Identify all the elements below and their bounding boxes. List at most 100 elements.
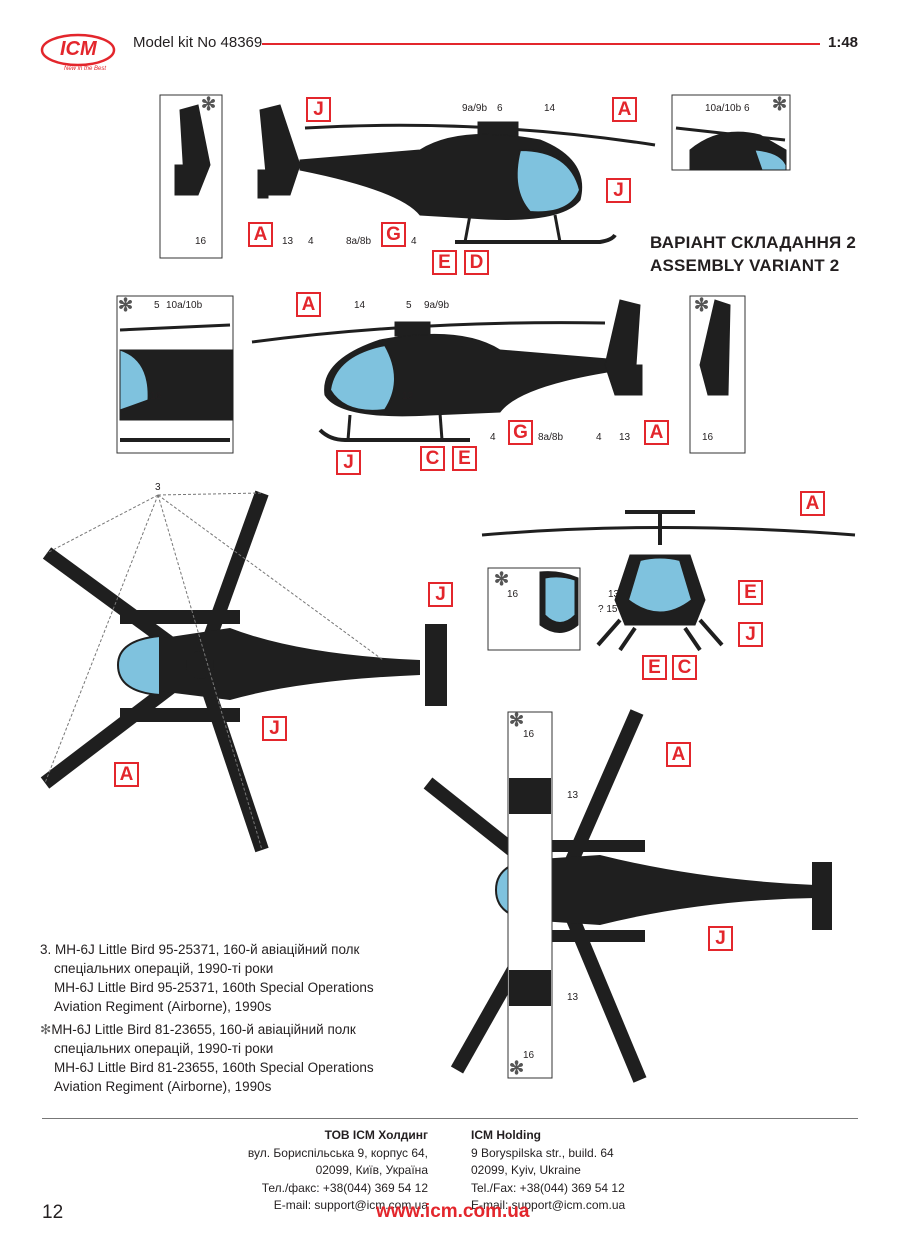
company-name: ТОВ ICM Холдинг — [324, 1128, 428, 1142]
part-number: 6 — [497, 103, 503, 114]
helicopter-front-view — [481, 510, 856, 652]
company-name: ICM Holding — [471, 1128, 541, 1142]
footer-address-en: ICM Holding 9 Boryspilska str., build. 6… — [471, 1127, 625, 1215]
callout-A: A — [296, 292, 321, 317]
model-kit-number: Model kit No 48369 — [133, 34, 263, 51]
helicopter-top-view-1 — [40, 490, 447, 853]
desc-line: Aviation Regiment (Airborne), 1990s — [54, 999, 272, 1014]
part-number: 14 — [544, 103, 556, 114]
part-number: 13 — [282, 236, 294, 247]
helicopter-top-view-2 — [423, 709, 832, 1083]
part-number: 13 — [567, 790, 579, 801]
part-number: 8a/8b — [538, 432, 564, 443]
website-link[interactable]: www.icm.com.ua — [376, 1201, 530, 1222]
callout-J: J — [262, 716, 287, 741]
part-number: 4 — [411, 236, 417, 247]
address-line: 02099, Київ, Україна — [315, 1163, 428, 1177]
email: E-mail: support@icm.com.ua — [471, 1198, 626, 1212]
callout-J: J — [306, 97, 331, 122]
callout-J: J — [336, 450, 361, 475]
part-number: 4 — [596, 432, 602, 443]
part-number: 16 — [507, 589, 519, 600]
part-number: 10a/10b — [166, 300, 203, 311]
desc-line: 3. MH-6J Little Bird 95-25371, 160-й аві… — [40, 942, 360, 957]
part-number: 13 — [608, 589, 620, 600]
callout-J: J — [708, 926, 733, 951]
callout-A: A — [248, 222, 273, 247]
part-number: 4 — [308, 236, 314, 247]
helicopter-side-view-2 — [251, 299, 643, 442]
desc-line: спеціальних операцій, 1990-ті роки — [54, 1041, 274, 1056]
desc-line: MH-6J Little Bird 81-23655, 160-й авіаці… — [51, 1022, 356, 1037]
desc-line: Aviation Regiment (Airborne), 1990s — [54, 1079, 272, 1094]
part-number: 16 — [195, 236, 207, 247]
phone: Tel./Fax: +38(044) 369 54 12 — [471, 1180, 625, 1195]
part-number: 13 — [619, 432, 631, 443]
part-number: 13 — [567, 992, 579, 1003]
callout-J: J — [738, 622, 763, 647]
part-number: 16 — [702, 432, 714, 443]
part-number: 13 — [402, 391, 414, 402]
part-number: 10a/10b — [705, 103, 742, 114]
callout-A: A — [114, 762, 139, 787]
logo-text: ICM — [60, 38, 97, 60]
asterisk-icon: ✻ — [694, 295, 710, 315]
part-number: 5 — [406, 300, 412, 311]
part-number: ? 15 — [598, 604, 618, 615]
part-number: 16 — [523, 729, 535, 740]
callout-A: A — [800, 491, 825, 516]
logo-swoosh-icon — [40, 33, 116, 67]
part-number: 16 — [523, 1050, 535, 1061]
page-number: 12 — [42, 1202, 64, 1223]
callout-D: D — [464, 250, 489, 275]
part-number: 4 — [490, 432, 496, 443]
asterisk-icon: ✻ — [772, 94, 788, 114]
callout-J: J — [606, 178, 631, 203]
callout-E: E — [452, 446, 477, 471]
asterisk-icon: ✻ — [40, 1022, 52, 1037]
asterisk-icon: ✻ — [509, 1058, 525, 1078]
callout-C: C — [672, 655, 697, 680]
callout-E: E — [432, 250, 457, 275]
part-number: 8a/8b — [346, 236, 372, 247]
address-line: 9 Boryspilska str., build. 64 — [471, 1145, 614, 1160]
part-number: 16 — [150, 391, 162, 402]
email: E-mail: support@icm.com.ua — [273, 1198, 428, 1212]
part-number: 14 — [354, 300, 366, 311]
callout-G: G — [508, 420, 533, 445]
callout-A: A — [612, 97, 637, 122]
phone: Тел./факс: +38(044) 369 54 12 — [261, 1180, 428, 1195]
part-number: 9a/9b — [462, 103, 488, 114]
part-number: 9a/9b — [424, 300, 450, 311]
assembly-title-ua: ВАРІАНТ СКЛАДАННЯ 2 — [650, 233, 857, 252]
variant-description-1: 3. MH-6J Little Bird 95-25371, 160-й аві… — [40, 940, 374, 1016]
footer-address-ua: ТОВ ICM Холдинг вул. Бориспільська 9, ко… — [248, 1127, 428, 1215]
asterisk-icon: ✻ — [118, 295, 134, 315]
header-rule — [262, 43, 820, 45]
part-number: 3 — [155, 482, 161, 493]
callout-A: A — [666, 742, 691, 767]
scale: 1:48 — [828, 34, 859, 51]
footer-rule — [42, 1118, 858, 1119]
address-line: 02099, Kyiv, Ukraine — [471, 1163, 581, 1177]
asterisk-icon: ✻ — [201, 94, 217, 114]
asterisk-icon: ✻ — [509, 710, 525, 730]
desc-line: спеціальних операцій, 1990-ті роки — [54, 961, 274, 976]
helicopter-side-view-1 — [257, 104, 656, 244]
part-number: 5 — [154, 300, 160, 311]
callout-G: G — [381, 222, 406, 247]
part-number: 6 — [744, 103, 750, 114]
asterisk-icon: ✻ — [494, 569, 510, 589]
icm-logo: ICM New in the Best — [38, 28, 123, 78]
callout-A: A — [644, 420, 669, 445]
desc-line: MH-6J Little Bird 95-25371, 160th Specia… — [54, 980, 374, 995]
callout-J: J — [428, 582, 453, 607]
desc-line: MH-6J Little Bird 81-23655, 160th Specia… — [54, 1060, 374, 1075]
address-line: вул. Бориспільська 9, корпус 64, — [247, 1145, 428, 1160]
callout-E: E — [642, 655, 667, 680]
logo-tagline: New in the Best — [64, 66, 107, 72]
callout-C: C — [420, 446, 445, 471]
variant-description-2: ✻MH-6J Little Bird 81-23655, 160-й авіац… — [40, 1020, 374, 1096]
callout-E: E — [738, 580, 763, 605]
